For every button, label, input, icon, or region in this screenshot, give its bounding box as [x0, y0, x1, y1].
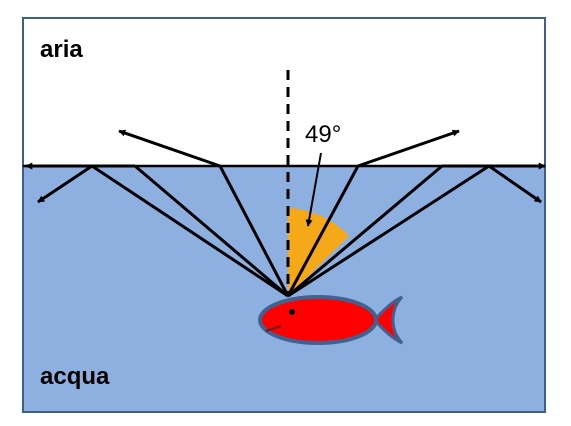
- ray-left-reflected-out: [37, 164, 93, 204]
- light-rays: [25, 129, 546, 298]
- air-label: aria: [40, 36, 83, 63]
- critical-angle-wedge: [288, 208, 349, 296]
- fish: [258, 295, 404, 345]
- ray-left-reflected: [91, 164, 289, 298]
- ray-right-reflected-out: [488, 164, 542, 204]
- fish-tail: [374, 295, 404, 345]
- ray-right-reflected: [287, 164, 490, 298]
- ray-right-critical: [287, 164, 443, 298]
- angle-pointer-arrow: [305, 152, 322, 227]
- ray-left-refracted: [218, 165, 290, 297]
- air-region: [23, 18, 545, 166]
- ray-left-critical: [134, 164, 289, 298]
- water-label: acqua: [40, 363, 110, 390]
- ray-right-refracted-out: [357, 129, 460, 168]
- ray-right-refracted: [286, 165, 360, 297]
- fish-body: [258, 295, 378, 345]
- fish-eye: [289, 309, 295, 315]
- frame-border: [22, 17, 546, 413]
- fish-mouth: [265, 324, 282, 333]
- critical-angle-label: 49°: [305, 121, 341, 148]
- ray-left-refracted-out: [118, 129, 221, 168]
